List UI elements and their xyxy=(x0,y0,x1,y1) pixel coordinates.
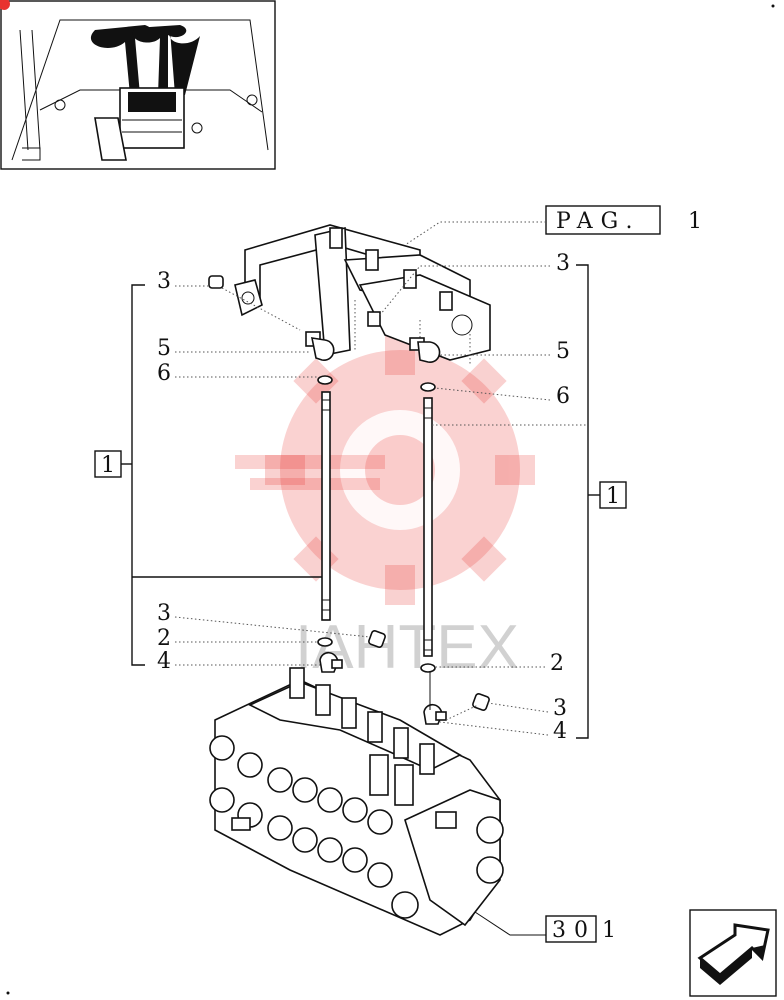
callout-left-3: 6 xyxy=(157,361,171,386)
valve-ports xyxy=(209,735,504,919)
callout-right-4: 2 xyxy=(550,651,564,676)
right-rod-assembly xyxy=(367,311,490,725)
left-rod-assembly xyxy=(208,275,386,673)
right-group-bracket: 1 xyxy=(432,264,627,739)
callout-left-2: 5 xyxy=(157,336,171,361)
callout-right-5: 3 xyxy=(553,696,567,721)
left-callouts: 3 5 6 3 2 4 xyxy=(157,269,371,674)
page-reference-number: 1 xyxy=(688,209,702,234)
callout-right-3: 6 xyxy=(556,384,570,409)
left-group-bracket: 1 xyxy=(94,284,322,666)
footer-reference-label: 30 xyxy=(552,918,596,943)
left-group-label: 1 xyxy=(101,453,115,478)
callout-left-6: 4 xyxy=(157,649,171,674)
footer-reference-number: 1 xyxy=(602,918,616,943)
callout-right-2: 5 xyxy=(556,339,570,364)
callout-left-1: 3 xyxy=(157,269,171,294)
callout-left-5: 2 xyxy=(157,626,171,651)
control-valve-block xyxy=(209,667,504,936)
next-page-arrow-icon[interactable] xyxy=(689,909,777,997)
page-reference[interactable]: PAG. 1 xyxy=(545,205,702,235)
right-group-label: 1 xyxy=(606,484,620,509)
valve-spools xyxy=(289,667,435,806)
page-reference-label: PAG. xyxy=(556,209,640,234)
right-callouts: 3 5 6 2 3 4 xyxy=(379,251,570,744)
callout-left-4: 3 xyxy=(157,601,171,626)
callout-right-6: 4 xyxy=(553,719,567,744)
watermark-logo: IAHTEX xyxy=(235,335,535,682)
cab-thumbnail xyxy=(0,0,276,170)
footer-reference[interactable]: 30 1 xyxy=(474,911,616,943)
lever-bracket xyxy=(234,224,491,365)
callout-right-1: 3 xyxy=(556,251,570,276)
